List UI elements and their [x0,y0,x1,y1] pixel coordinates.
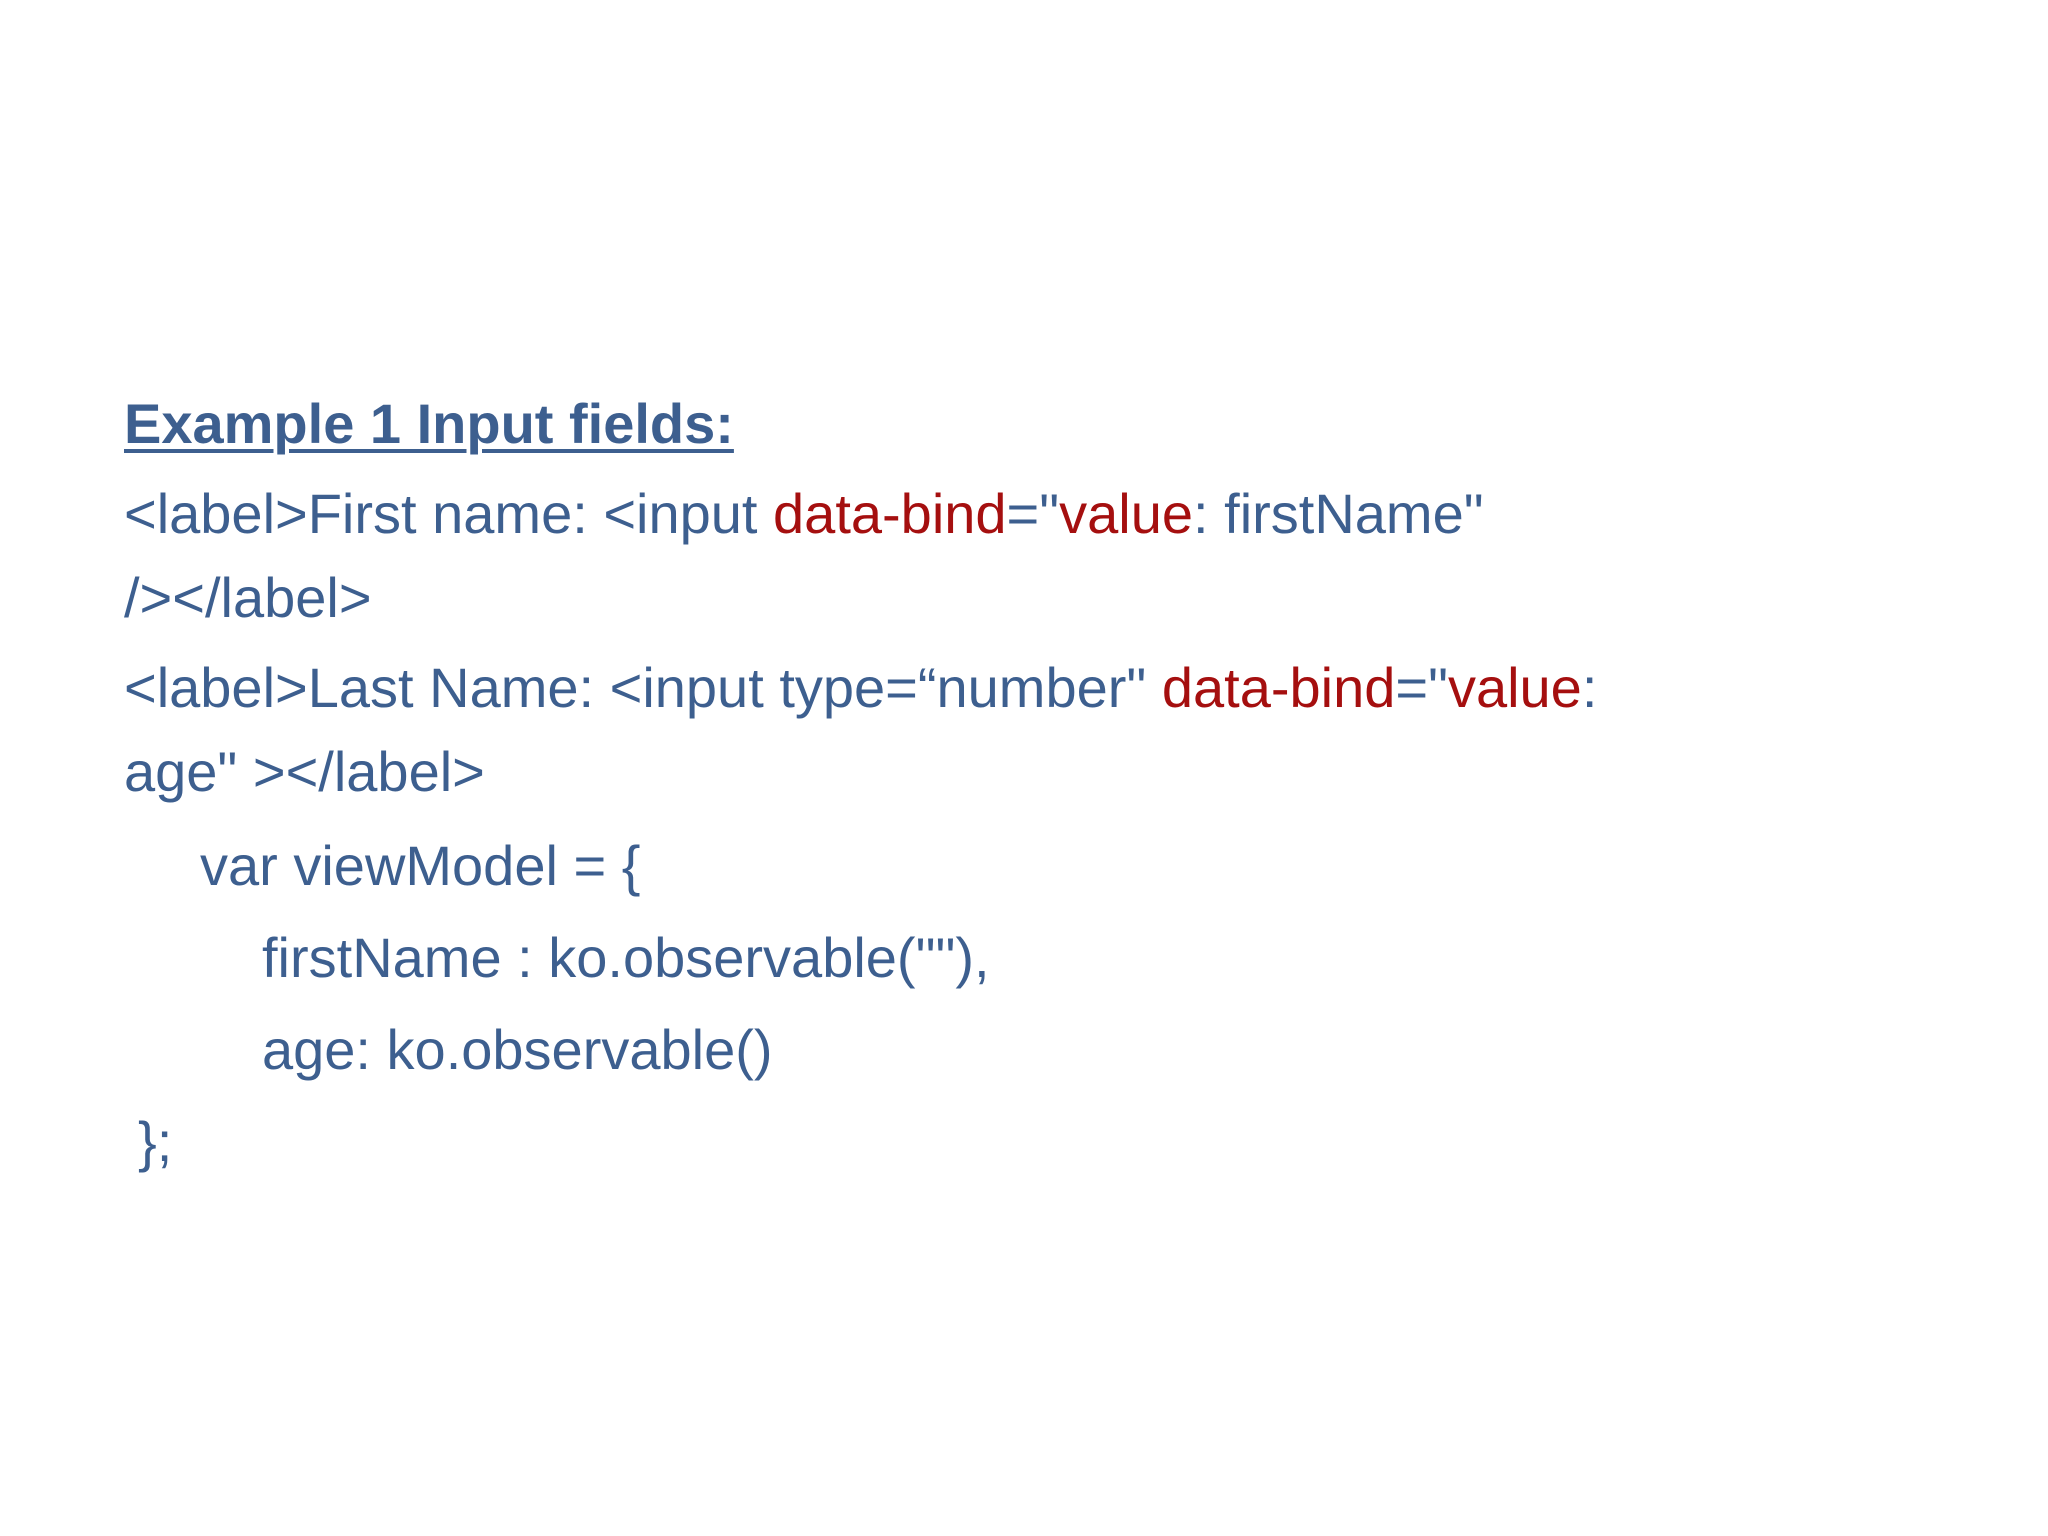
viewmodel-open-line: var viewModel = { [200,834,641,897]
data-bind-attribute: data-bind [1161,656,1396,719]
last-name-binding-rest: : [1581,656,1598,719]
first-name-code-line: <label>First name: <input data-bind="val… [124,472,1924,556]
last-name-label-code: <label>Last Name: <input type=“number" d… [124,646,1924,814]
last-name-code-line: <label>Last Name: <input type=“number" d… [124,646,1924,730]
last-name-code-start: <label>Last Name: <input type=“number" [124,656,1162,719]
viewmodel-close-line: }; [138,1110,173,1173]
first-name-code-start: <label>First name: <input [124,482,774,545]
attr-equals: =" [1395,656,1448,719]
data-bind-attribute: data-bind [773,482,1007,545]
firstname-observable-line: firstName : ko.observable(""), [262,926,990,989]
age-observable-line: age: ko.observable() [262,1018,773,1081]
first-name-code-wrap: /></label> [124,566,372,629]
slide-heading: Example 1 Input fields: [124,392,734,455]
first-name-label-code: <label>First name: <input data-bind="val… [124,472,1924,640]
first-name-binding-rest: : firstName" [1193,482,1484,545]
slide-content: Example 1 Input fields: <label>First nam… [124,386,1924,1188]
last-name-code-wrap: age" ></label> [124,740,485,803]
value-keyword: value [1059,482,1194,545]
value-keyword: value [1447,656,1582,719]
attr-equals: =" [1006,482,1060,545]
